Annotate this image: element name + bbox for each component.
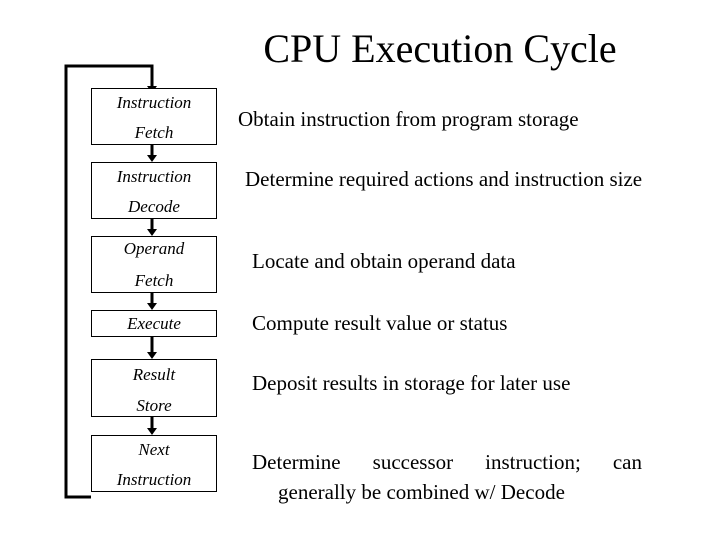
description-operand-fetch: Locate and obtain operand data xyxy=(252,249,516,273)
stage-next-instruction: Next Instruction xyxy=(91,435,217,492)
description-result-store: Deposit results in storage for later use xyxy=(252,371,571,395)
description-word: Determine xyxy=(252,450,341,474)
stage-label-line2: Fetch xyxy=(134,123,174,142)
stage-label-line1: Instruction xyxy=(116,167,192,186)
description-instruction-fetch: Obtain instruction from program storage xyxy=(238,107,579,131)
stage-instruction-fetch: Instruction Fetch xyxy=(91,88,217,145)
description-line2: generally be combined w/ Decode xyxy=(278,480,565,504)
stage-label-line2: Decode xyxy=(128,197,180,216)
stage-label-line1: Result xyxy=(132,365,176,384)
stage-instruction-decode: Instruction Decode xyxy=(91,162,217,219)
stage-label-line2: Store xyxy=(136,396,172,415)
stage-arrow-5 xyxy=(147,417,157,435)
stage-execute: Execute xyxy=(91,310,217,337)
stage-label-line1: Instruction xyxy=(116,93,192,112)
stage-label-line1: Operand xyxy=(123,239,185,258)
description-word: can xyxy=(612,450,642,474)
stage-label-line1: Next xyxy=(138,440,170,459)
description-line1: Determine successor instruction; can xyxy=(252,447,642,477)
stage-label-line1: Execute xyxy=(127,314,181,333)
description-next-instruction: Determine successor instruction; can gen… xyxy=(232,447,707,507)
description-instruction-decode: Determine required actions and instructi… xyxy=(245,167,643,191)
stage-arrow-4 xyxy=(147,337,157,359)
stage-operand-fetch: Operand Fetch xyxy=(91,236,217,293)
stage-label-line2: Fetch xyxy=(134,271,174,290)
stage-arrow-1 xyxy=(147,145,157,162)
slide-title: CPU Execution Cycle xyxy=(263,26,617,71)
stage-arrow-3 xyxy=(147,293,157,310)
feedback-loop-line xyxy=(64,64,154,499)
description-word: successor xyxy=(372,450,454,474)
stage-arrow-2 xyxy=(147,219,157,236)
stage-label-line2: Instruction xyxy=(116,470,192,489)
description-word: instruction; xyxy=(485,450,581,474)
stage-result-store: Result Store xyxy=(91,359,217,417)
description-execute: Compute result value or status xyxy=(252,311,508,335)
